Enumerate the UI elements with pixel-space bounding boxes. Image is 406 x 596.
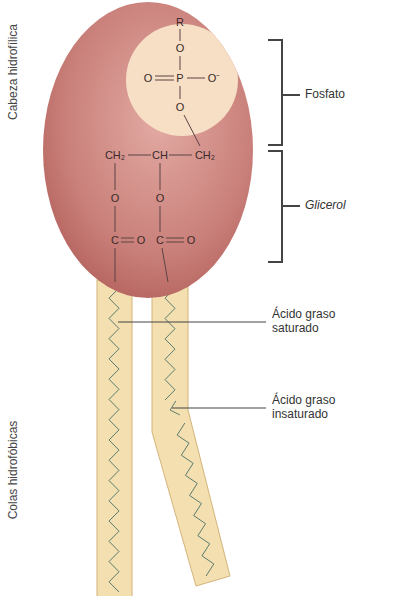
part-label: Ácido graso saturado <box>272 308 372 336</box>
fatty-acid-tails <box>97 280 230 596</box>
chemical-symbol: CH <box>152 149 168 162</box>
chain-zigzag <box>109 288 119 592</box>
chain-zigzag <box>177 423 214 576</box>
region-label: Cabeza hidrofílica <box>7 24 21 120</box>
chemical-symbol: O <box>176 42 185 55</box>
chemical-symbol: C <box>111 234 119 247</box>
chemical-symbol: CH₂ <box>105 149 125 162</box>
leader-lines <box>118 322 266 408</box>
chemical-symbol: P <box>176 72 183 85</box>
chemical-symbol: O <box>144 72 153 85</box>
brackets <box>268 40 300 262</box>
carbon-chain <box>109 288 214 592</box>
chain-zigzag <box>165 288 175 400</box>
chemical-bonds <box>115 29 205 282</box>
chemical-symbol: O <box>187 234 196 247</box>
unsaturated-tail <box>152 280 230 586</box>
hydrophilic-head <box>43 2 253 298</box>
chemical-symbol: O <box>156 192 165 205</box>
part-label: Fosfato <box>305 88 395 102</box>
region-label: Colas hidrofóbicas <box>7 421 21 520</box>
chemical-symbol: CH₂ <box>195 149 215 162</box>
chemical-symbol: O <box>111 192 120 205</box>
chemical-symbol: R <box>176 16 184 29</box>
chemical-symbol: O⁻ <box>208 72 221 85</box>
part-label: Glicerol <box>305 199 395 213</box>
chemical-symbol: O <box>137 234 146 247</box>
chemical-symbol: C <box>156 234 164 247</box>
chemical-symbol: O <box>176 101 185 114</box>
saturated-tail <box>97 280 132 596</box>
part-label: Ácido graso insaturado <box>272 394 372 422</box>
phosphate-region <box>126 24 238 136</box>
